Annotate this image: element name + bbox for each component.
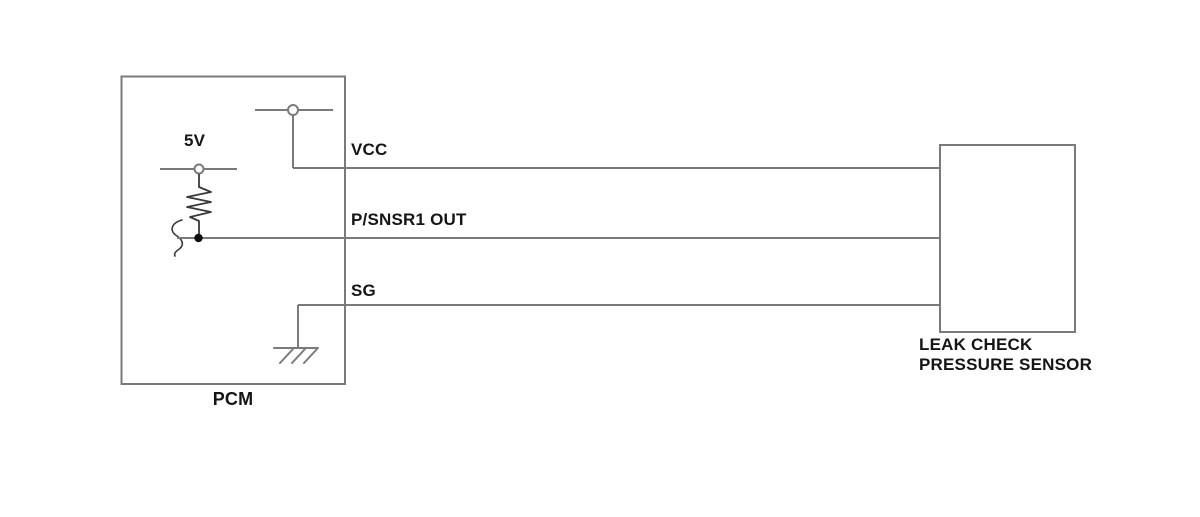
supply-terminal-circle-icon (193, 163, 205, 175)
junction-dot-icon (194, 233, 203, 243)
chassis-ground-icon (273, 347, 319, 364)
sensor-box (939, 144, 1076, 333)
wire-break-squiggle-icon (171, 219, 184, 257)
pullup-resistor-icon (186, 186, 212, 235)
terminal-circle-icon (287, 104, 299, 116)
pcm-block-label: PCM (212, 389, 254, 409)
sensor-label-line2: PRESSURE SENSOR (919, 355, 1093, 374)
pin-label-signal: P/SNSR1 OUT (351, 210, 467, 229)
pin-label-sg: SG (351, 281, 376, 300)
pin-label-vcc: VCC (351, 140, 388, 159)
supply-voltage-label: 5V (184, 131, 206, 150)
pcm-box (120, 75, 346, 385)
sensor-label-line1: LEAK CHECK (919, 335, 1033, 354)
sensor-block-label: LEAK CHECK PRESSURE SENSOR (919, 335, 1092, 375)
